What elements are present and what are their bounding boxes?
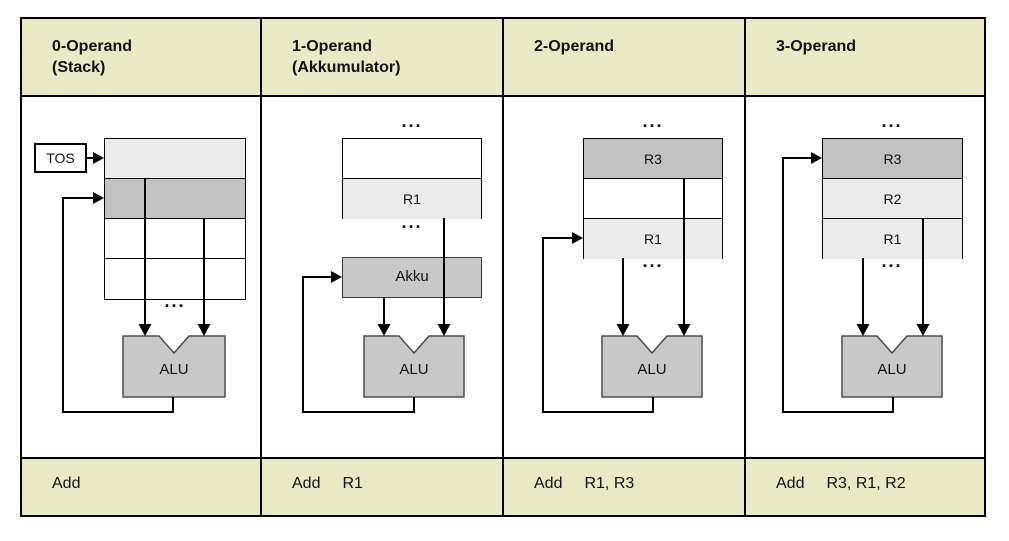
register-row-r3: R3: [584, 139, 722, 179]
header-cell-1-operand: 1-Operand (Akkumulator): [292, 36, 400, 78]
header-separator: [22, 95, 984, 97]
ellipsis-top-col4: ...: [881, 111, 903, 131]
instruction-mnemonic: Add: [292, 475, 321, 492]
register-box-col4: R3 R2 R1: [822, 138, 963, 259]
footer-separator: [22, 457, 984, 459]
header-cell-3-operand: 3-Operand: [776, 36, 856, 57]
instruction-cell-col2: Add R1: [292, 475, 363, 493]
tos-register-box: TOS: [34, 143, 87, 173]
ellipsis-bottom-col4: ...: [881, 251, 903, 271]
instruction-cell-col3: Add R1, R3: [534, 475, 634, 493]
column-divider-2: [502, 19, 504, 515]
header-title: 2-Operand: [534, 38, 615, 55]
ellipsis-stack-bottom: ...: [164, 291, 186, 311]
instruction-cell-col1: Add: [52, 475, 102, 493]
akku-label: Akku: [395, 268, 429, 285]
ellipsis-bottom-col3: ...: [642, 251, 664, 271]
alu-label-col2: ALU: [399, 361, 429, 378]
alu-label-col4: ALU: [877, 361, 907, 378]
column-divider-3: [744, 19, 746, 515]
instruction-operands: R1, R3: [584, 475, 635, 492]
header-title: 0-Operand: [52, 38, 133, 55]
register-box-col2: R1: [342, 138, 482, 219]
register-row-r1: R1: [343, 179, 481, 219]
header-title: 1-Operand: [292, 38, 373, 55]
stack-row-1: [105, 179, 245, 219]
register-row-r3: R3: [823, 139, 962, 179]
tos-label: TOS: [46, 150, 75, 166]
ellipsis-top-col2: ...: [401, 111, 423, 131]
register-row-empty: [343, 139, 481, 179]
instruction-operands: R3, R1, R2: [826, 475, 906, 492]
stack-row-2: [105, 219, 245, 259]
header-cell-0-operand: 0-Operand (Stack): [52, 36, 132, 78]
instruction-mnemonic: Add: [534, 475, 563, 492]
column-divider-1: [260, 19, 262, 515]
register-box-col3: R3 R1: [583, 138, 723, 259]
instruction-operands: R1: [342, 475, 363, 492]
instruction-mnemonic: Add: [52, 475, 81, 492]
header-subtitle: (Stack): [52, 59, 106, 76]
header-title: 3-Operand: [776, 38, 857, 55]
akku-register-box: Akku: [342, 257, 482, 298]
register-row-empty: [584, 179, 722, 219]
header-subtitle: (Akkumulator): [292, 59, 401, 76]
stack-register-box: [104, 138, 246, 300]
ellipsis-top-col3: ...: [642, 111, 664, 131]
header-cell-2-operand: 2-Operand: [534, 36, 614, 57]
wires-col2: [302, 218, 451, 413]
alu-label-col1: ALU: [159, 361, 189, 378]
instruction-cell-col4: Add R3, R1, R2: [776, 475, 906, 493]
register-row-r2: R2: [823, 179, 962, 219]
ellipsis-mid-col2: ...: [401, 212, 423, 232]
instruction-mnemonic: Add: [776, 475, 805, 492]
stack-row-0: [105, 139, 245, 179]
alu-label-col3: ALU: [637, 361, 667, 378]
